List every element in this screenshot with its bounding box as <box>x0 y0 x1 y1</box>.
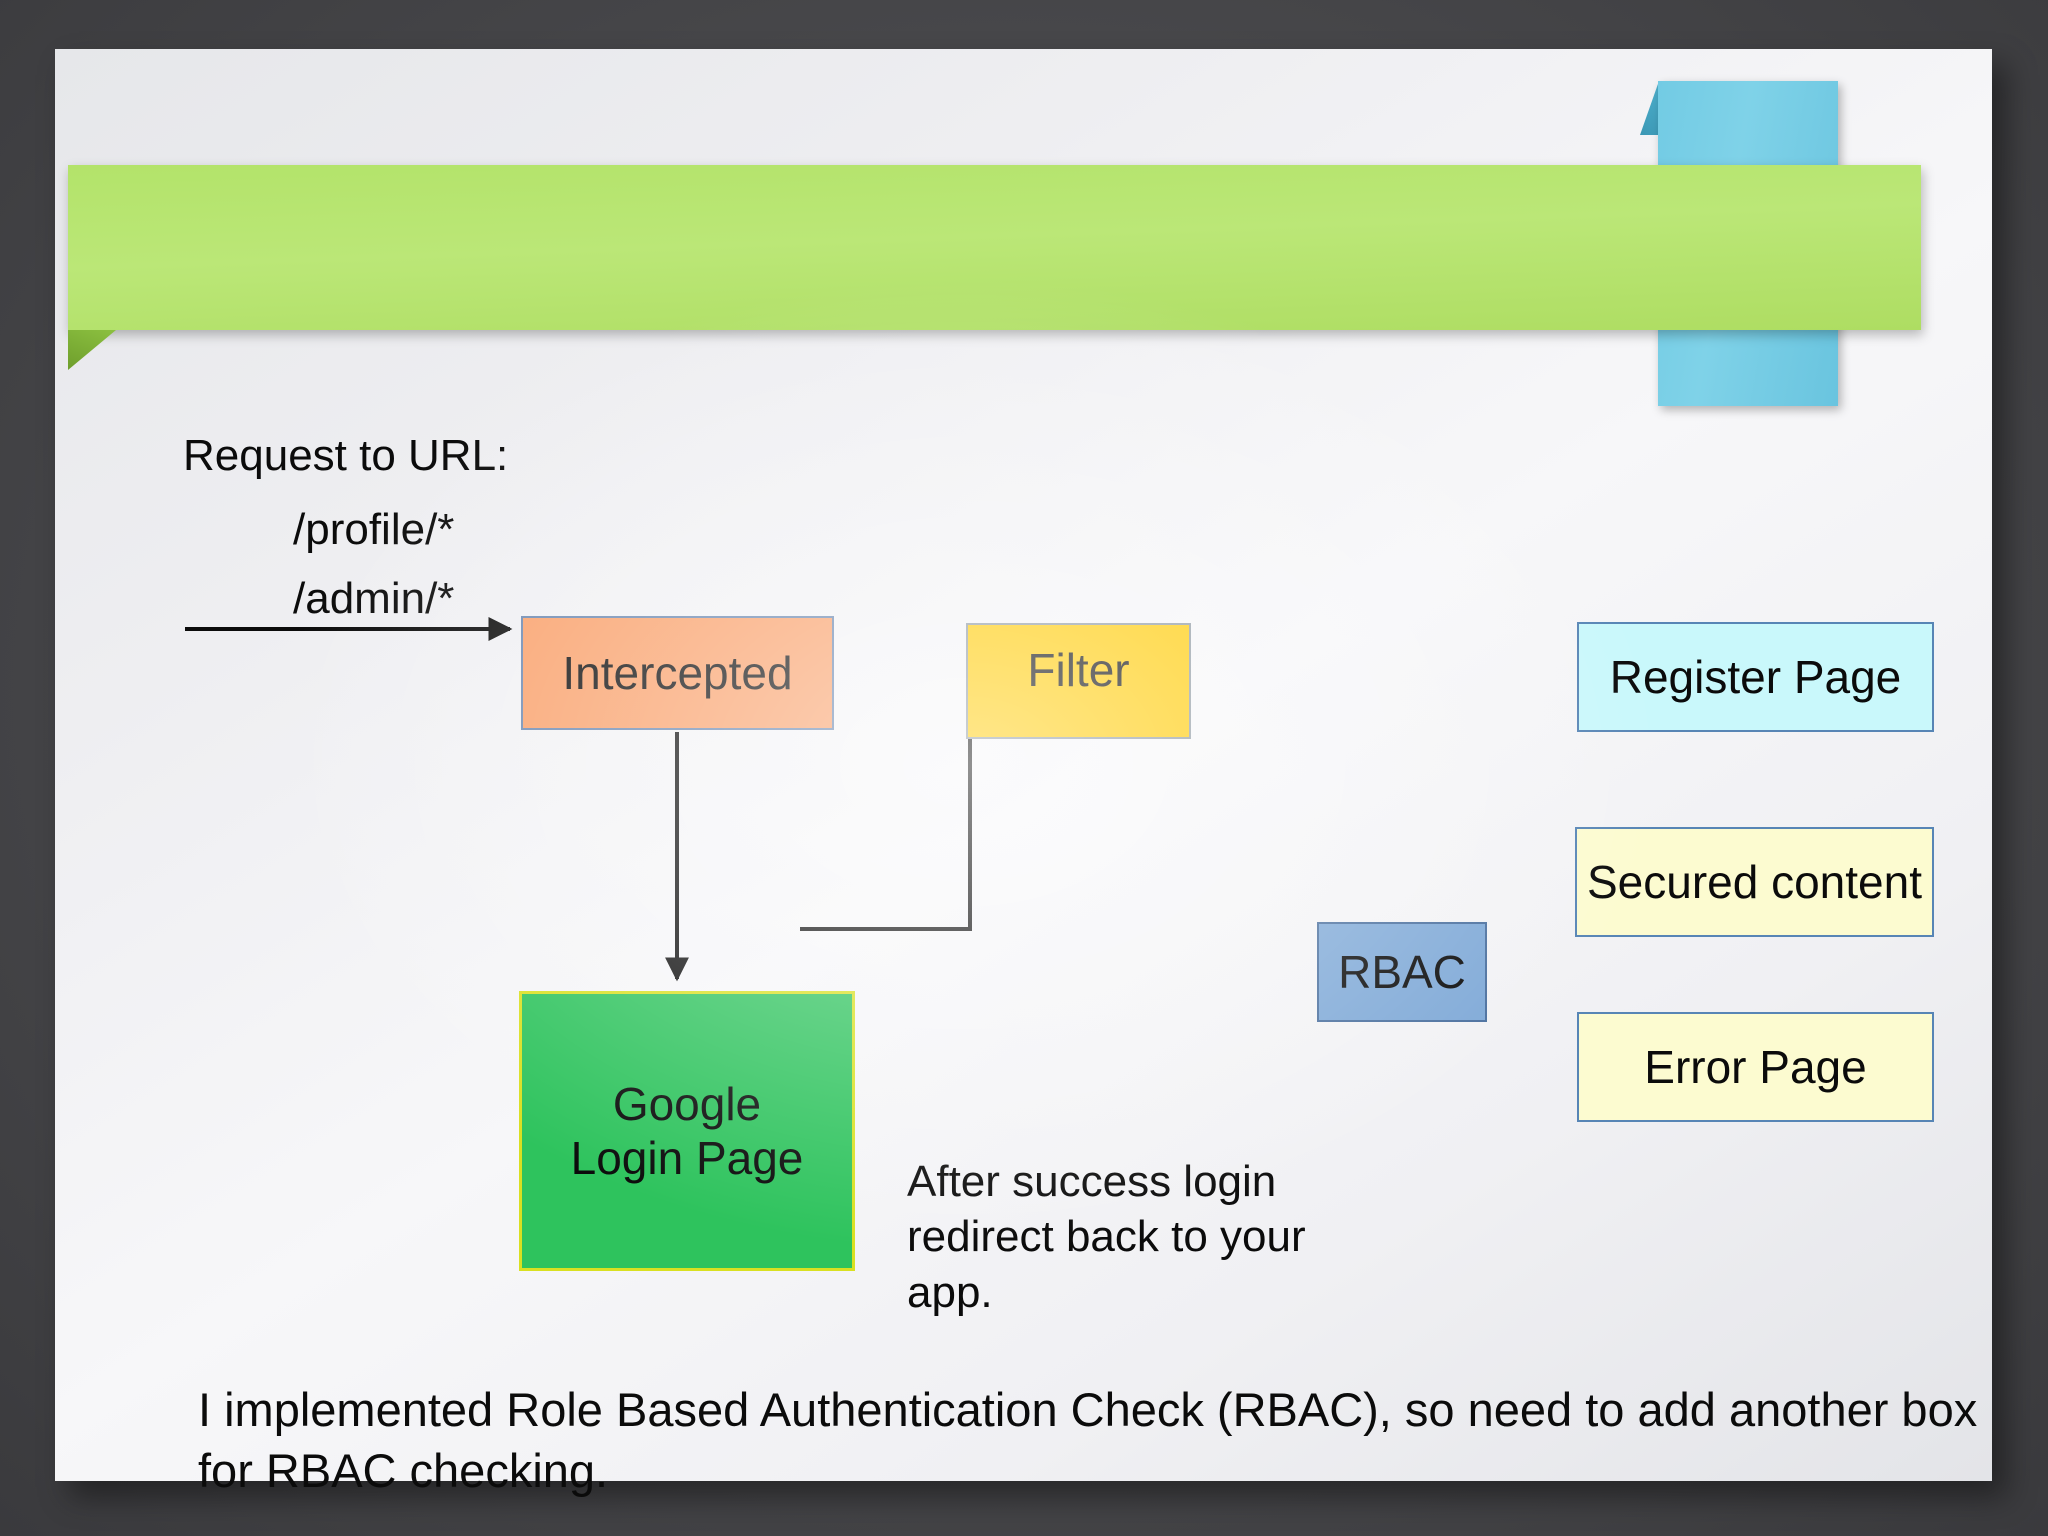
node-error-page[interactable]: Error Page <box>1577 1012 1934 1122</box>
node-secured-content[interactable]: Secured content <box>1575 827 1934 937</box>
title-banner <box>68 165 1921 330</box>
redirect-note: After success login redirect back to you… <box>907 1157 1306 1317</box>
url-pattern-admin: /admin/* <box>293 574 455 623</box>
banner-fold-decoration <box>68 330 116 370</box>
node-intercepted[interactable]: Intercepted <box>521 616 834 730</box>
node-register-page[interactable]: Register Page <box>1577 622 1934 732</box>
ribbon-fold-decoration <box>1640 81 1659 135</box>
request-url-title: Request to URL: <box>183 431 509 480</box>
url-pattern-profile: /profile/* <box>293 505 455 554</box>
node-filter[interactable]: Filter <box>966 623 1191 739</box>
node-google-login-page[interactable]: Google Login Page <box>519 991 855 1271</box>
node-rbac[interactable]: RBAC <box>1317 922 1487 1022</box>
slide-surface: Request to URL: /profile/* /admin/* Inte… <box>55 49 1992 1497</box>
slide-caption: I implemented Role Based Authentication … <box>198 1383 1978 1498</box>
